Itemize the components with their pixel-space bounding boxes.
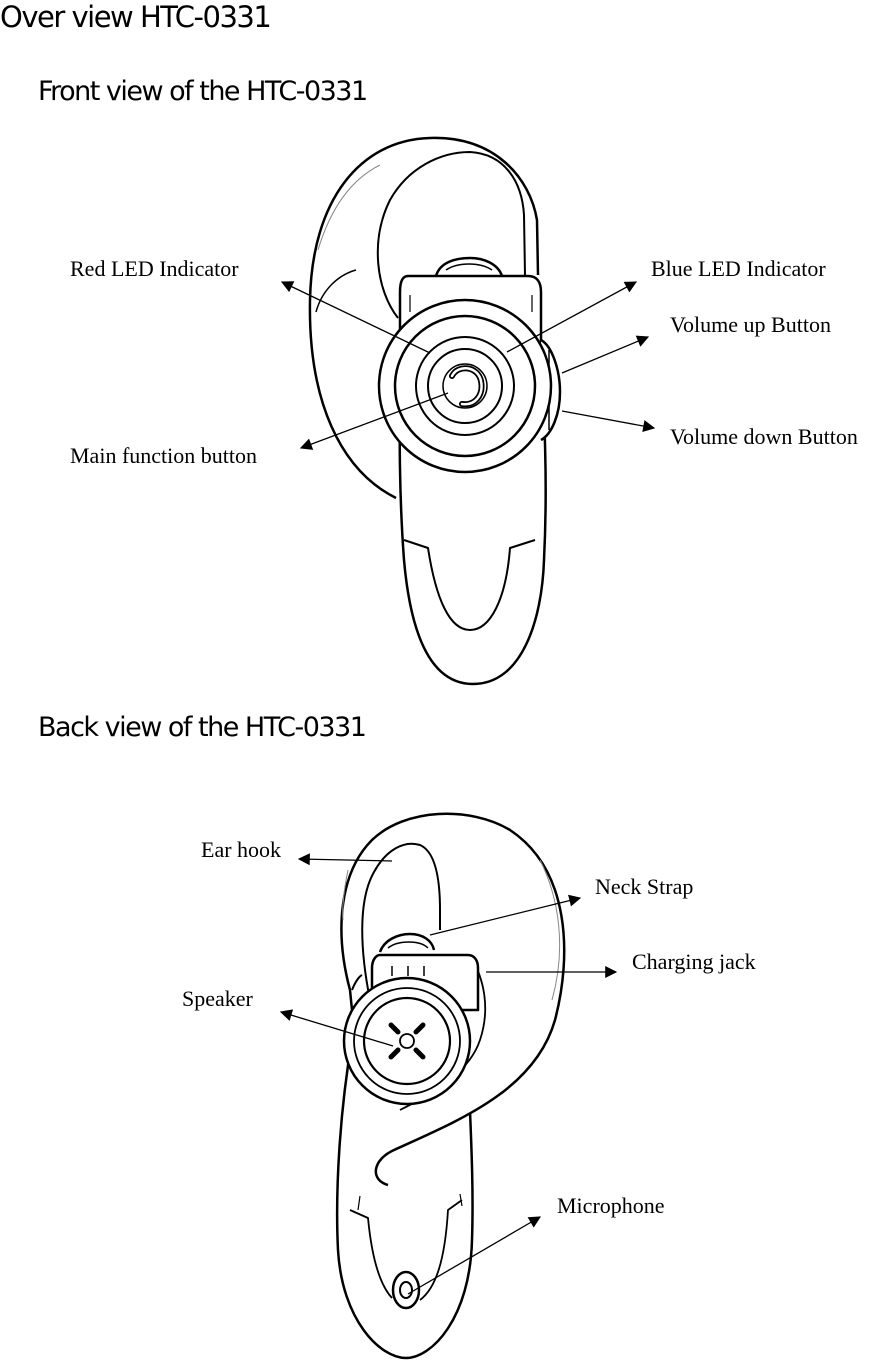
back-neck-strap-loop <box>378 932 436 953</box>
main-button-icon <box>449 365 485 408</box>
label-charging-jack: Charging jack <box>632 949 756 974</box>
label-main-function-button: Main function button <box>70 443 257 468</box>
volume-up-arrow <box>561 335 650 374</box>
neck-strap-arrow <box>429 894 582 936</box>
microphone-arrow <box>407 1216 542 1295</box>
label-neck-strap: Neck Strap <box>595 874 694 899</box>
front-view-heading: Front view of the HTC-0331 <box>38 76 368 107</box>
label-volume-down-button: Volume down Button <box>670 424 858 449</box>
label-red-led-indicator: Red LED Indicator <box>70 256 239 281</box>
ear-hook-arrow <box>297 853 393 866</box>
label-microphone: Microphone <box>557 1193 665 1218</box>
back-speaker <box>342 974 472 1106</box>
red-led-arrow <box>280 281 431 354</box>
front-neck-strap-loop <box>434 256 504 277</box>
main-function-arrow <box>299 392 449 450</box>
volume-down-arrow <box>561 410 656 432</box>
label-ear-hook: Ear hook <box>201 837 282 862</box>
page-title: Over view HTC-0331 <box>0 0 272 34</box>
blue-led-arrow <box>506 281 638 353</box>
back-view-heading: Back view of the HTC-0331 <box>38 712 367 743</box>
front-button-rings <box>377 298 553 474</box>
label-volume-up-button: Volume up Button <box>670 312 831 337</box>
speaker-arrow <box>279 1009 394 1047</box>
back-microphone-port <box>391 1270 421 1310</box>
back-headset-drawing <box>335 812 566 1360</box>
label-blue-led-indicator: Blue LED Indicator <box>651 256 826 281</box>
front-headset-drawing <box>308 136 562 686</box>
label-speaker: Speaker <box>182 986 253 1011</box>
